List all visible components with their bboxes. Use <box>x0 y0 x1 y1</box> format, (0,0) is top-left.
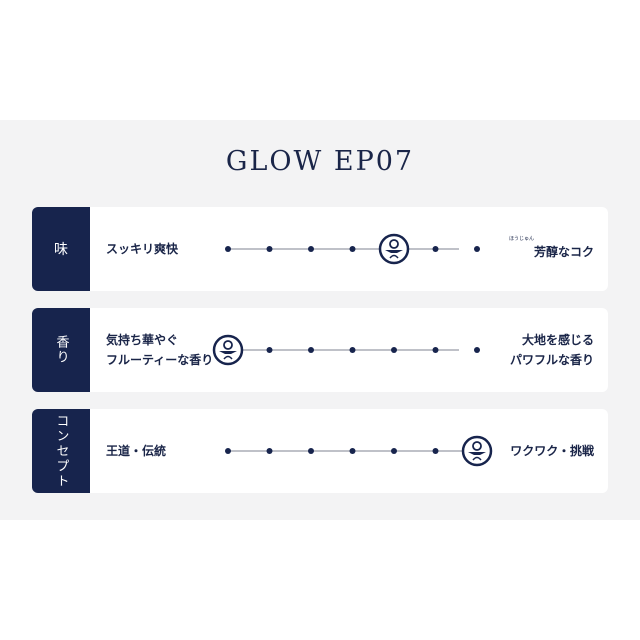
scale-dot <box>391 448 397 454</box>
scale-row: 味 スッキリ爽快 ほうじゅん芳醇なコク <box>32 207 608 291</box>
row-label: コンセプト <box>32 409 90 493</box>
scale-dot <box>432 347 439 353</box>
scale-dot <box>266 347 273 353</box>
left-descriptor: 気持ち華やぐフルーティーな香り <box>106 308 216 392</box>
scale-dot <box>432 246 439 252</box>
left-descriptor: スッキリ爽快 <box>106 207 216 291</box>
scale-dot <box>266 448 273 454</box>
scale-row: コンセプト 王道・伝統 ワクワク・挑戦 <box>32 409 608 493</box>
descriptor-line: 芳醇なコク <box>533 245 594 259</box>
scale-dot <box>432 448 439 454</box>
right-descriptor: ほうじゅん芳醇なコク <box>484 207 594 291</box>
scale-track <box>225 233 480 265</box>
scale-track <box>212 334 480 366</box>
scale-dot <box>225 246 231 252</box>
ruby-text: ほうじゅん <box>508 236 534 242</box>
right-descriptor: ワクワク・挑戦 <box>484 409 594 493</box>
scale-dot <box>308 448 314 454</box>
descriptor-line: 大地を感じる <box>521 333 594 347</box>
scale-row: 香り気持ち華やぐフルーティーな香り大地を感じるパワフルな香り <box>32 308 608 392</box>
scale-dot <box>474 347 480 353</box>
row-label: 香り <box>32 308 90 392</box>
descriptor-line: 気持ち華やぐ <box>106 333 179 347</box>
scale-dot <box>225 448 231 454</box>
right-descriptor: 大地を感じるパワフルな香り <box>484 308 594 392</box>
scale-track <box>225 435 493 467</box>
descriptor-line: フルーティーな香り <box>106 353 214 367</box>
left-descriptor: 王道・伝統 <box>106 409 216 493</box>
scale-dot <box>391 347 397 353</box>
scale-dot <box>308 347 314 353</box>
glow-emblem-icon <box>461 435 493 467</box>
descriptor-line: ワクワク・挑戦 <box>510 444 594 458</box>
scale-dot <box>349 448 356 454</box>
descriptor-line: パワフルな香り <box>509 353 594 367</box>
page-title: GLOW EP07 <box>225 146 415 177</box>
scale-dot <box>349 246 356 252</box>
descriptor-line: スッキリ爽快 <box>106 242 179 256</box>
row-label: 味 <box>32 207 90 291</box>
glow-emblem-icon <box>212 334 244 366</box>
descriptor-line: 王道・伝統 <box>106 444 167 458</box>
scale-dot <box>349 347 356 353</box>
scale-dot <box>474 246 480 252</box>
scale-dot <box>266 246 273 252</box>
glow-emblem-icon <box>378 233 410 265</box>
scale-dot <box>308 246 314 252</box>
